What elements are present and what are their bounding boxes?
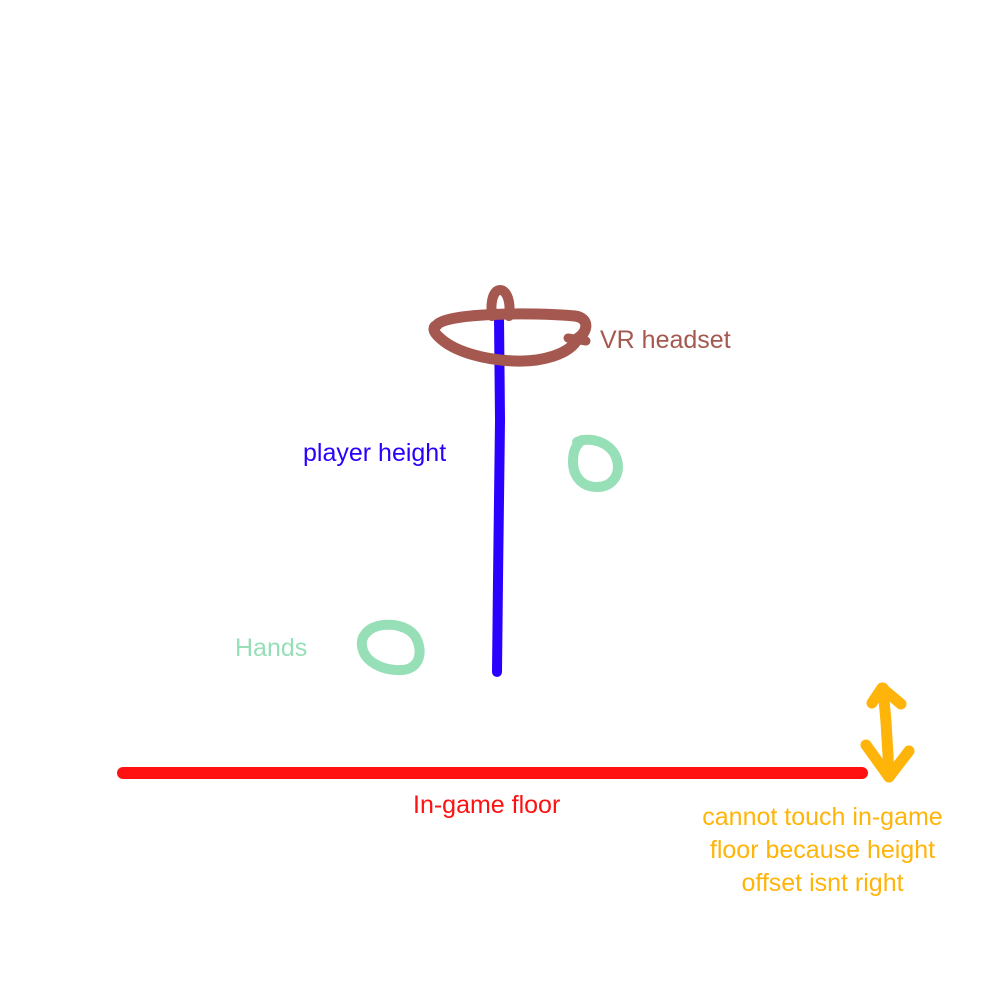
headset-outline-icon — [428, 284, 592, 367]
in-game-floor-label: In-game floor — [413, 791, 561, 819]
double-arrow-icon — [860, 682, 915, 783]
vr-headset-label: VR headset — [600, 326, 731, 354]
player-height-line — [492, 313, 505, 677]
note-line: floor because height — [709, 836, 936, 864]
headset-strap — [563, 333, 591, 346]
hands-label: Hands — [235, 634, 308, 662]
hand-circle-icon — [568, 434, 623, 492]
offset-arrow-shaft — [877, 682, 895, 783]
hand-circle-icon — [356, 619, 425, 676]
offset-arrow-head-down — [860, 739, 915, 783]
headset-outline — [428, 308, 592, 367]
headset-top-loop — [486, 284, 515, 321]
note-line: cannot touch in-game — [702, 803, 943, 831]
height-offset-note: cannot touch in-game floor because heigh… — [660, 801, 985, 900]
note-line: offset isnt right — [741, 869, 904, 897]
offset-arrow-head-up — [866, 682, 907, 710]
player-height-label: player height — [303, 439, 447, 467]
